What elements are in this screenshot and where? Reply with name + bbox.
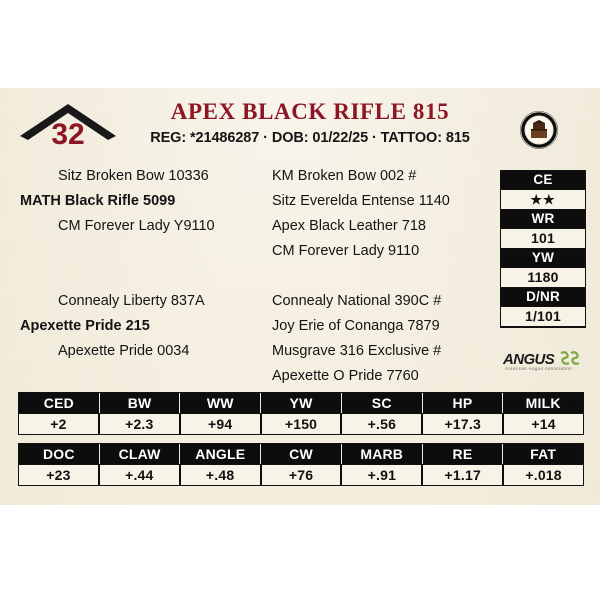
epd-header-row: DOC CLAW ANGLE CW MARB RE FAT xyxy=(19,444,583,464)
pedigree-line: Connealy Liberty 837A xyxy=(58,293,205,309)
trait-label-wr: WR xyxy=(501,210,585,228)
pedigree-left-column: Sitz Broken Bow 10336 MATH Black Rifle 5… xyxy=(20,164,270,364)
epd-value-claw: +.44 xyxy=(99,464,181,485)
epd-value-fat: +.018 xyxy=(504,464,584,485)
pedigree-line: Joy Erie of Conanga 7879 xyxy=(272,318,440,334)
registration-line: REG: *21486287 · DOB: 01/22/25 · TATTOO:… xyxy=(150,130,470,146)
epd-value-row: +2 +2.3 +94 +150 +.56 +17.3 +14 xyxy=(19,413,584,434)
epd-value-hp: +17.3 xyxy=(423,413,505,434)
pedigree-line-sire: MATH Black Rifle 5099 xyxy=(20,193,176,209)
epd-header-milk: MILK xyxy=(525,395,561,411)
epd-value-milk: +14 xyxy=(504,413,584,434)
epd-table-row1: CED BW WW YW SC HP MILK +2 +2.3 +94 +150… xyxy=(18,392,584,435)
angus-g-mark-icon xyxy=(560,351,580,365)
epd-header-re: RE xyxy=(423,444,504,464)
epd-header-cw: CW xyxy=(261,444,342,464)
angus-wordmark: ANGUS xyxy=(503,351,555,368)
pedigree-line: CM Forever Lady Y9110 xyxy=(58,218,215,234)
pedigree-line: Apex Black Leather 718 xyxy=(272,218,426,234)
epd-value-ww: +94 xyxy=(180,413,262,434)
chevron-up-icon xyxy=(20,104,116,140)
epd-value-ced: +2 xyxy=(19,413,100,434)
epd-value-bw: +2.3 xyxy=(99,413,181,434)
page-header: 32 APEX BLACK RIFLE 815 REG: *21486287 ·… xyxy=(0,88,600,164)
epd-value-doc: +23 xyxy=(19,464,100,485)
trait-value-dnr: 1/101 xyxy=(501,306,585,327)
epd-header-hp: HP xyxy=(423,393,504,413)
epd-header-yw: YW xyxy=(261,393,342,413)
pedigree-section: Sitz Broken Bow 10336 MATH Black Rifle 5… xyxy=(0,164,492,392)
lot-number: 32 xyxy=(51,118,85,151)
epd-header-claw: CLAW xyxy=(100,444,181,464)
epd-header-fat: FAT xyxy=(530,446,557,462)
angus-logo: ANGUS American Angus Association xyxy=(503,349,583,377)
epd-header-ced: CED xyxy=(19,393,100,413)
epd-value-row: +23 +.44 +.48 +76 +.91 +1.17 +.018 xyxy=(19,464,584,485)
trait-label-ce: CE xyxy=(501,171,585,189)
epd-header-doc: DOC xyxy=(19,444,100,464)
pedigree-line: Musgrave 316 Exclusive # xyxy=(272,343,442,359)
epd-header-ww: WW xyxy=(180,393,262,413)
trait-ratio-stack: CE ★★ WR 101 YW 1180 D/NR 1/101 xyxy=(500,170,586,328)
epd-header-sc: SC xyxy=(342,393,423,413)
trait-value-yw: 1180 xyxy=(501,267,585,288)
epd-table-row2: DOC CLAW ANGLE CW MARB RE FAT +23 +.44 +… xyxy=(18,443,584,486)
epd-header-angle: ANGLE xyxy=(180,444,262,464)
title-block: APEX BLACK RIFLE 815 REG: *21486287 · DO… xyxy=(120,98,500,146)
epd-value-angle: +.48 xyxy=(180,464,262,485)
epd-value-marb: +.91 xyxy=(342,464,424,485)
pedigree-line: KM Broken Bow 002 # xyxy=(272,168,417,184)
trait-value-wr: 101 xyxy=(501,228,585,249)
trait-value-ce: ★★ xyxy=(501,189,585,210)
epd-value-cw: +76 xyxy=(261,464,343,485)
lot-badge: 32 xyxy=(16,100,120,158)
epd-header-row: CED BW WW YW SC HP MILK xyxy=(19,393,583,413)
epd-header-marb: MARB xyxy=(342,444,423,464)
pedigree-line: Connealy National 390C # xyxy=(272,293,442,309)
angus-tagline: American Angus Association xyxy=(505,366,573,371)
epd-value-yw: +150 xyxy=(261,413,343,434)
pedigree-right-column: KM Broken Bow 002 # Sitz Everelda Entens… xyxy=(272,164,490,389)
epd-value-re: +1.17 xyxy=(423,464,505,485)
epd-header-bw: BW xyxy=(100,393,181,413)
animal-name: APEX BLACK RIFLE 815 xyxy=(170,99,450,124)
trait-label-dnr: D/NR xyxy=(501,288,585,306)
trait-label-yw: YW xyxy=(501,249,585,267)
pedigree-line: Sitz Everelda Entense 1140 xyxy=(272,193,450,209)
pedigree-line: Apexette Pride 0034 xyxy=(58,343,190,359)
pedigree-line: Apexette O Pride 7760 xyxy=(272,368,419,384)
epd-value-sc: +.56 xyxy=(342,413,424,434)
pedigree-line: CM Forever Lady 9110 xyxy=(272,243,420,259)
pedigree-line: Sitz Broken Bow 10336 xyxy=(58,168,209,184)
association-seal-icon xyxy=(520,111,558,149)
pedigree-line-dam: Apexette Pride 215 xyxy=(20,318,150,334)
